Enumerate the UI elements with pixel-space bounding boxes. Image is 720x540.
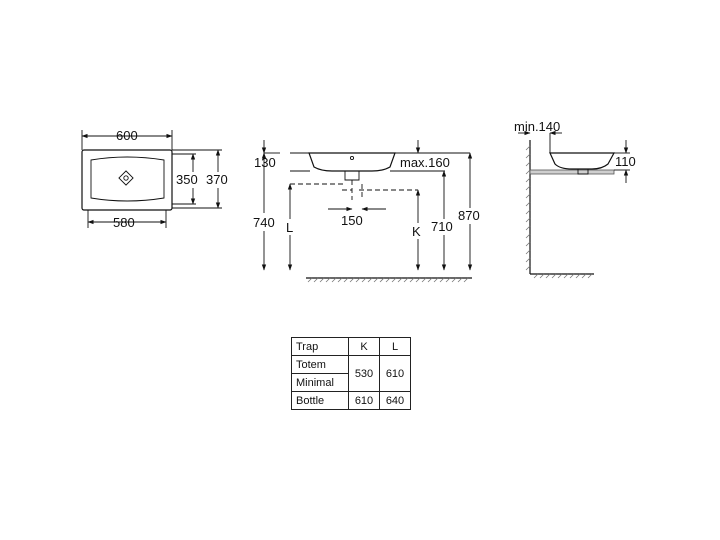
table-header-row: Trap K L — [291, 337, 411, 356]
dim-130: 130 — [254, 155, 276, 170]
basin-outline-inner — [90, 156, 165, 202]
dim-110: 110 — [615, 154, 636, 169]
front-view: 130 max.160 150 740 L K 710 870 — [252, 140, 483, 283]
header-trap: Trap — [291, 337, 349, 356]
header-l: L — [379, 337, 411, 356]
shared-k-value: 530 — [348, 355, 380, 392]
dim-740: 740 — [253, 215, 275, 230]
front-floor-hatch — [307, 277, 469, 283]
dim-350-label: 350 — [176, 172, 198, 187]
basin-outline-outer — [81, 149, 173, 211]
bottle-k-value: 610 — [348, 391, 380, 410]
countertop — [529, 169, 615, 175]
side-view: min.140 110 — [514, 119, 636, 279]
trap-table: Trap K L Totem 530 610 Minimal Bottle 61… — [291, 337, 411, 410]
side-basin — [549, 152, 616, 170]
label-l: L — [286, 220, 293, 235]
front-basin — [308, 152, 396, 172]
drain-icon — [118, 170, 134, 186]
dim-min140: min.140 — [514, 119, 560, 134]
header-k: K — [348, 337, 380, 356]
dim-580: 580 — [113, 215, 135, 230]
row-name-bottle: Bottle — [291, 391, 349, 410]
top-view: 600 580 350 370 350 370 — [81, 128, 230, 230]
table-row: Bottle 610 640 — [291, 391, 411, 410]
wall-hatch — [525, 145, 531, 271]
row-name-minimal: Minimal — [291, 373, 349, 392]
dim-710: 710 — [431, 219, 453, 234]
side-floor-hatch — [533, 273, 593, 279]
table-row: Minimal — [291, 373, 411, 392]
label-k: K — [412, 224, 421, 239]
row-name-totem: Totem — [291, 355, 349, 374]
dim-870: 870 — [458, 208, 480, 223]
table-row: Totem 530 610 — [291, 355, 411, 392]
dim-370-label: 370 — [206, 172, 228, 187]
dim-max160: max.160 — [400, 155, 450, 170]
dim-150: 150 — [341, 213, 363, 228]
dim-600: 600 — [116, 128, 138, 143]
shared-l-value: 610 — [379, 355, 411, 392]
bottle-l-value: 640 — [379, 391, 411, 410]
